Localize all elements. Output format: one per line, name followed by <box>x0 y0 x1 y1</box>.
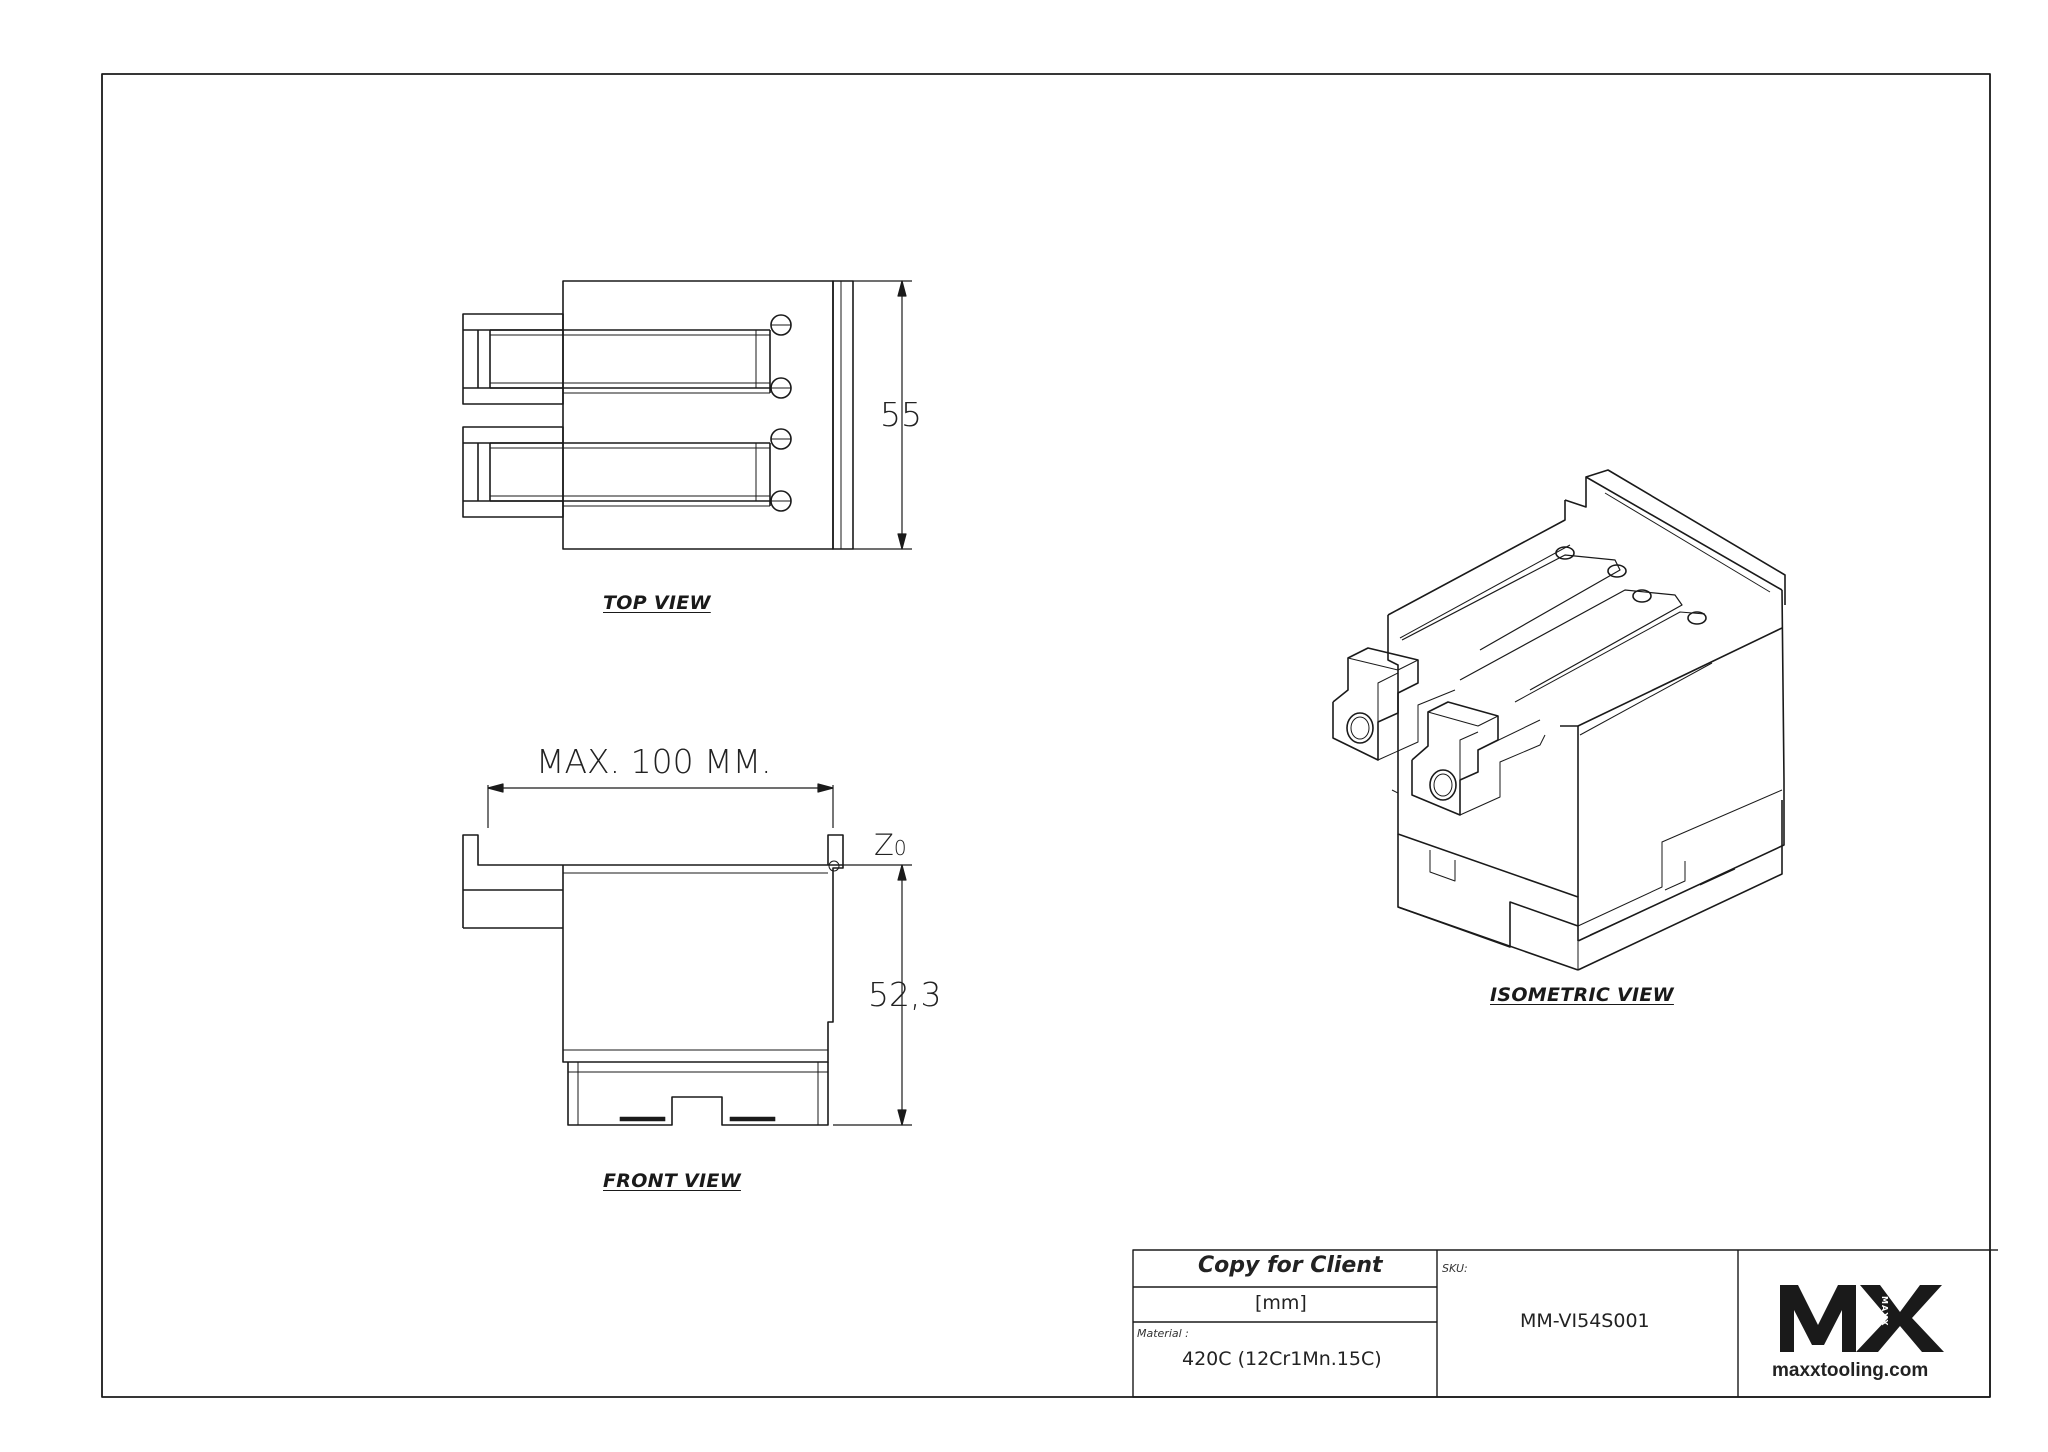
copy-for-client-label: Copy for Client <box>1198 1253 1383 1278</box>
front-view-height-dimension: 52,3 <box>868 975 942 1014</box>
material-value: 420C (12Cr1Mn.15C) <box>1182 1348 1382 1370</box>
sku-caption: SKU: <box>1442 1262 1468 1275</box>
front-view-label: FRONT VIEW <box>603 1170 741 1192</box>
material-caption: Material : <box>1137 1327 1189 1340</box>
title-block-frame <box>1132 1249 1998 1398</box>
units-label: [mm] <box>1255 1292 1307 1314</box>
top-view-drawing <box>462 280 854 550</box>
isometric-view-drawing <box>1332 469 1786 971</box>
sheet-border <box>101 73 1991 1398</box>
top-view-width-dimension: 55 <box>880 395 922 434</box>
z0-datum-label: Z0 <box>874 828 907 862</box>
z0-datum-subscript: 0 <box>893 836 907 860</box>
website-label: maxxtooling.com <box>1772 1360 1929 1381</box>
sku-value: MM-VI54S001 <box>1520 1310 1650 1332</box>
top-view-label: TOP VIEW <box>603 592 711 614</box>
front-view-dimension-lines <box>487 783 912 1126</box>
isometric-view-label: ISOMETRIC VIEW <box>1490 984 1674 1006</box>
logo-mark <box>1780 1285 1944 1352</box>
z0-datum-letter: Z <box>874 828 894 862</box>
front-view-max-length-dimension: MAX. 100 MM. <box>536 742 772 781</box>
front-view-drawing <box>462 834 844 1126</box>
logo-inner-text: MAXX <box>1880 1296 1889 1327</box>
top-view-dimension-lines <box>853 280 912 550</box>
